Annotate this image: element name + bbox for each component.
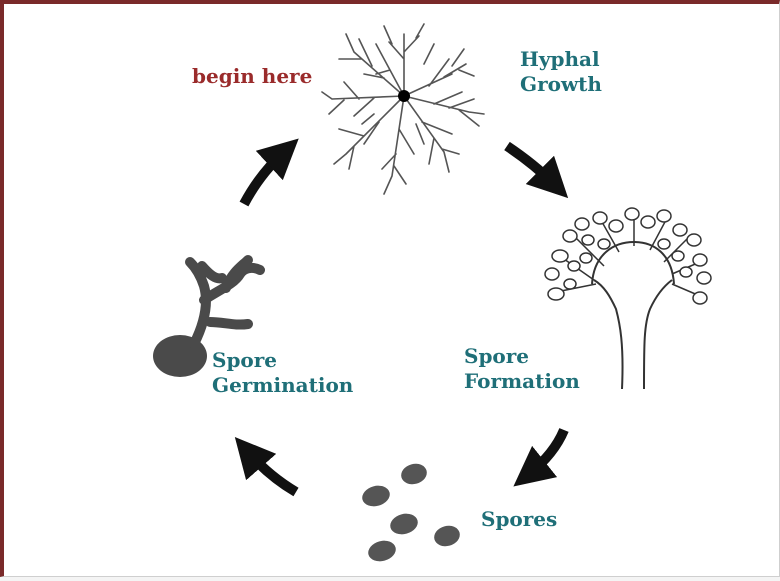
arrow-germination-to-hyphal [244,152,284,204]
arrow-formation-to-spores [529,430,564,474]
spore [399,461,429,487]
spore [388,511,420,538]
spore [432,523,462,549]
mycelium-icon [322,24,484,194]
spore-germination-label: Spore Germination [212,348,353,398]
spore-center-dot [398,90,410,102]
hyphal-growth-label: Hyphal Growth [520,47,602,97]
spore-formation-label: Spore Formation [464,344,580,394]
begin-here-label: begin here [192,64,312,89]
arrow-hyphal-to-formation [507,146,554,184]
spores-label: Spores [481,507,557,532]
spore [366,538,398,565]
spore [360,483,392,510]
life-cycle-diagram [4,4,780,581]
cycle-arrow-icon [244,146,564,492]
spores-icon [360,461,462,564]
arrow-spores-to-germination [248,452,296,492]
